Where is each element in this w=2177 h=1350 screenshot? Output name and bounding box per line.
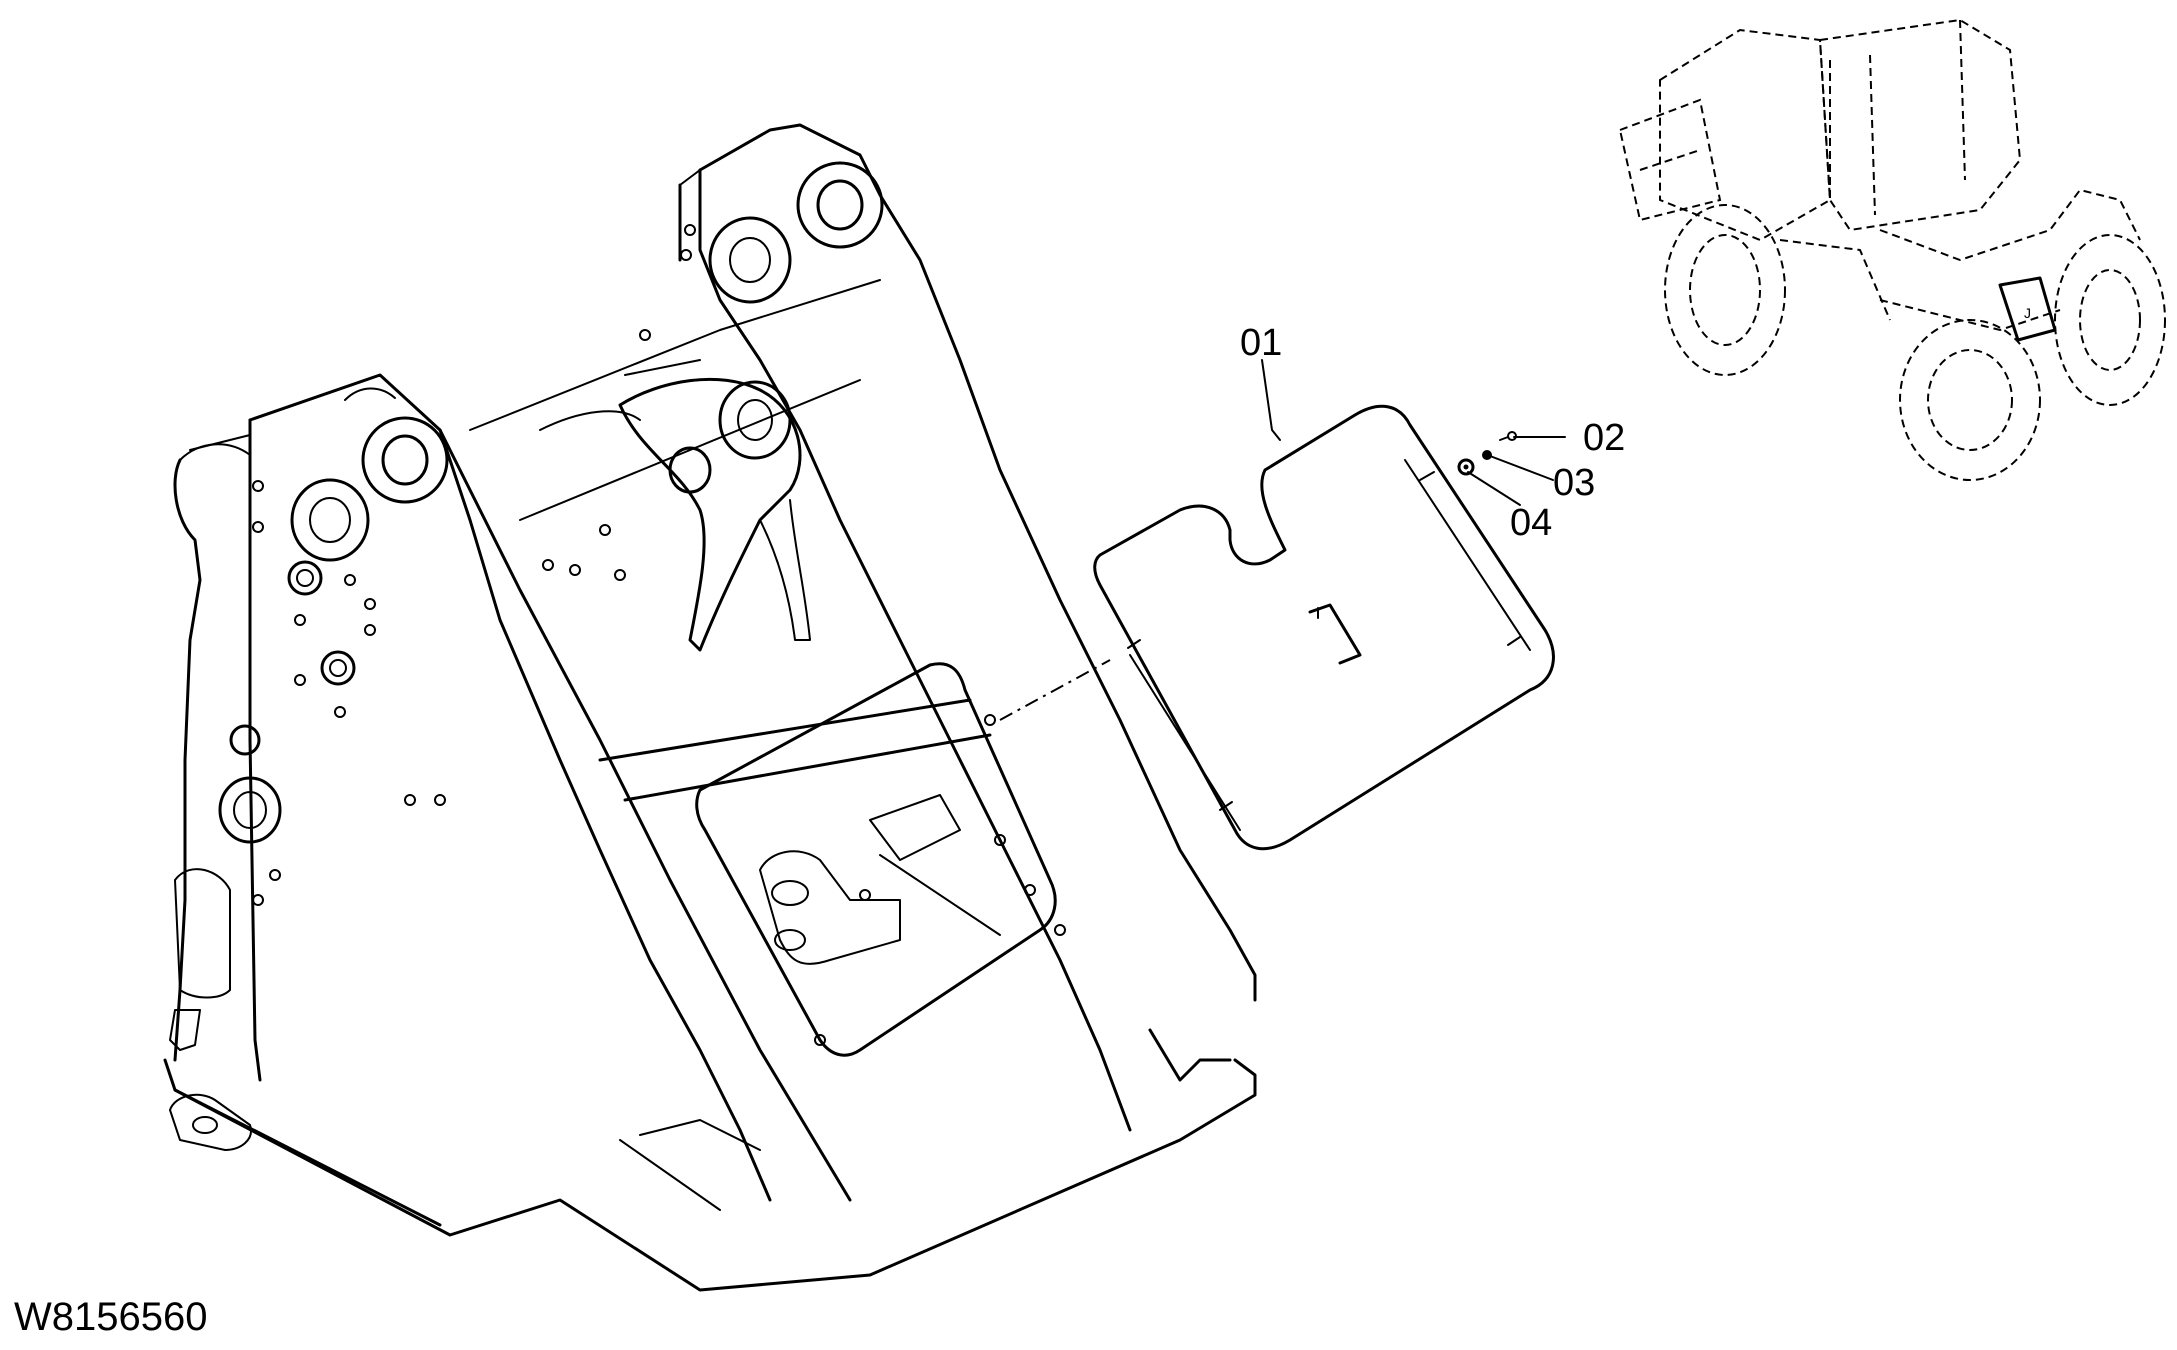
- callout-01: 01: [1240, 322, 1282, 364]
- mount-leader-line: [999, 659, 1111, 721]
- cover-panel: [1093, 404, 1555, 851]
- leader-lines: [1261, 359, 1566, 506]
- callout-02: 02: [1583, 417, 1625, 459]
- callout-03: 03: [1553, 462, 1595, 504]
- locator-inset-machine: J: [1618, 18, 2166, 481]
- fasteners: [1457, 431, 1517, 476]
- front-frame: [163, 123, 1257, 1292]
- bolt-holes: [252, 224, 1066, 1046]
- callout-04: 04: [1510, 502, 1552, 544]
- inset-panel-label: J: [2024, 305, 2031, 321]
- drawing-id: W8156560: [14, 1295, 207, 1339]
